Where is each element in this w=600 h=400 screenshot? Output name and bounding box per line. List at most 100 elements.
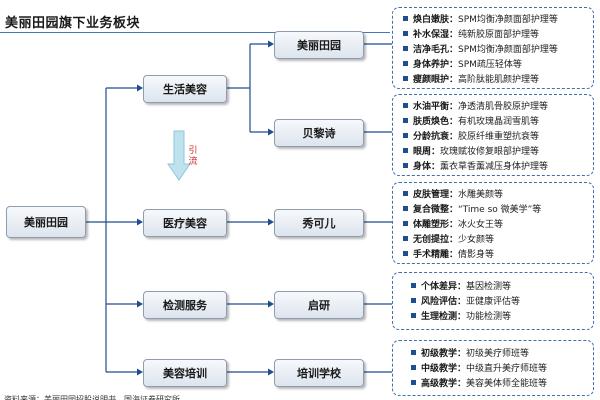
down-arrow-icon bbox=[167, 130, 191, 181]
list-item: 皮肤管理：水雕美颜等 bbox=[393, 186, 593, 201]
arrowhead-brand-4 bbox=[268, 300, 274, 308]
item-desc: 中级直升美疗师班等 bbox=[466, 364, 548, 374]
item-category: 洁净毛孔： bbox=[413, 45, 459, 55]
item-category: 眼周： bbox=[413, 147, 441, 157]
list-item: 个体差异：基因检测等 bbox=[393, 278, 593, 293]
detail-box-xiukeer: 皮肤管理：水雕美颜等 复合微整：“Time so 微美学”等 体雕塑形：冰火女王… bbox=[392, 182, 594, 264]
item-desc: 纯新胶原面部护理等 bbox=[458, 30, 540, 40]
square-bullet-icon bbox=[403, 31, 408, 36]
item-category: 水油平衡： bbox=[413, 102, 459, 112]
item-desc: 薰衣草香薰减压身体护理等 bbox=[440, 162, 549, 172]
item-category: 复合微整： bbox=[413, 205, 459, 215]
square-bullet-icon bbox=[411, 298, 416, 303]
square-bullet-icon bbox=[403, 206, 408, 211]
item-category: 焕白嫩肤： bbox=[413, 15, 459, 25]
list-item: 身体养护：SPM疏压轻体等 bbox=[393, 56, 593, 71]
list-item: 肤质焕色：有机玫瑰晶润雪肌等 bbox=[393, 113, 593, 128]
traffic-label: 引流 bbox=[188, 146, 198, 167]
square-bullet-icon bbox=[403, 118, 408, 123]
item-desc: 水雕美颜等 bbox=[458, 190, 504, 200]
list-item: 体雕塑形：冰火女王等 bbox=[393, 216, 593, 231]
square-bullet-icon bbox=[411, 380, 416, 385]
list-item: 眼周：玫瑰赋妆修复眼部护理等 bbox=[393, 143, 593, 158]
item-desc: SPM疏压轻体等 bbox=[458, 60, 522, 70]
list-item: 风险评估：亚健康评估等 bbox=[393, 293, 593, 308]
square-bullet-icon bbox=[403, 148, 408, 153]
detail-box-beilishi: 水油平衡：净透清肌骨胶原护理等 肤质焕色：有机玫瑰晶润雪肌等 分龄抗衰：胶原纤维… bbox=[392, 94, 594, 176]
item-category: 高级教学： bbox=[421, 379, 467, 389]
list-item: 水油平衡：净透清肌骨胶原护理等 bbox=[393, 98, 593, 113]
brand-qiyan: 启研 bbox=[274, 291, 364, 319]
item-category: 肤质焕色： bbox=[413, 117, 459, 127]
item-category: 皮肤管理： bbox=[413, 190, 459, 200]
item-desc: “Time so 微美学”等 bbox=[458, 205, 542, 215]
page-title: 美丽田园旗下业务板块 bbox=[5, 16, 141, 31]
item-desc: 功能检测等 bbox=[466, 312, 512, 322]
item-desc: 玫瑰赋妆修复眼部护理等 bbox=[440, 147, 540, 157]
square-bullet-icon bbox=[403, 251, 408, 256]
item-desc: 美容美体师全能班等 bbox=[466, 379, 548, 389]
item-category: 分龄抗衰： bbox=[413, 132, 459, 142]
square-bullet-icon bbox=[403, 16, 408, 21]
list-item: 初级教学：初级美疗师班等 bbox=[393, 345, 593, 360]
square-bullet-icon bbox=[403, 221, 408, 226]
arrowhead-cat-1 bbox=[137, 84, 143, 92]
category-beauty-training: 美容培训 bbox=[143, 359, 227, 387]
item-category: 体雕塑形： bbox=[413, 220, 459, 230]
item-desc: 冰火女王等 bbox=[458, 220, 504, 230]
detail-box-meili-tianyuan: 焕白嫩肤：SPM均衡净颜面部护理等 补水保湿：纯新胶原面部护理等 洁净毛孔：SP… bbox=[392, 7, 594, 89]
square-bullet-icon bbox=[403, 61, 408, 66]
square-bullet-icon bbox=[403, 46, 408, 51]
item-desc: 高阶肽能肌颜护理等 bbox=[458, 75, 540, 85]
item-desc: SPM均衡净颜面部护理等 bbox=[458, 45, 558, 55]
title-underline bbox=[0, 32, 390, 33]
square-bullet-icon bbox=[403, 191, 408, 196]
list-item: 焕白嫩肤：SPM均衡净颜面部护理等 bbox=[393, 11, 593, 26]
brand-training-school: 培训学校 bbox=[274, 359, 364, 387]
item-desc: 少女颜等 bbox=[458, 235, 495, 245]
list-item: 无创提拉：少女颜等 bbox=[393, 231, 593, 246]
item-desc: 净透清肌骨胶原护理等 bbox=[458, 102, 549, 112]
list-item: 身体：薰衣草香薰减压身体护理等 bbox=[393, 158, 593, 173]
item-desc: 亚健康评估等 bbox=[466, 297, 521, 307]
item-category: 风险评估： bbox=[421, 297, 467, 307]
item-desc: 基因检测等 bbox=[466, 282, 512, 292]
list-item: 分龄抗衰：胶原纤维重塑抗衰等 bbox=[393, 128, 593, 143]
category-medical-beauty: 医疗美容 bbox=[143, 209, 227, 237]
item-desc: 胶原纤维重塑抗衰等 bbox=[458, 132, 540, 142]
arrowhead-brand-2 bbox=[268, 128, 274, 136]
item-category: 个体差异： bbox=[421, 282, 467, 292]
detail-box-qiyan: 个体差异：基因检测等 风险评估：亚健康评估等 生理检测：功能检测等 bbox=[392, 272, 594, 330]
square-bullet-icon bbox=[403, 103, 408, 108]
list-item: 手术精雕：倩影身等 bbox=[393, 246, 593, 261]
square-bullet-icon bbox=[403, 236, 408, 241]
square-bullet-icon bbox=[403, 76, 408, 81]
item-category: 补水保湿： bbox=[413, 30, 459, 40]
square-bullet-icon bbox=[411, 365, 416, 370]
item-category: 身体养护： bbox=[413, 60, 459, 70]
list-item: 生理检测：功能检测等 bbox=[393, 308, 593, 323]
arrowhead-cat-2 bbox=[137, 218, 143, 226]
item-category: 生理检测： bbox=[421, 312, 467, 322]
arrowhead-brand-1 bbox=[268, 40, 274, 48]
list-item: 中级教学：中级直升美疗师班等 bbox=[393, 360, 593, 375]
item-desc: SPM均衡净颜面部护理等 bbox=[458, 15, 558, 25]
item-category: 瘦颜眼护： bbox=[413, 75, 459, 85]
list-item: 复合微整：“Time so 微美学”等 bbox=[393, 201, 593, 216]
item-desc: 有机玫瑰晶润雪肌等 bbox=[458, 117, 540, 127]
brand-beilishi: 贝黎诗 bbox=[274, 119, 364, 147]
brand-xiukeer: 秀可儿 bbox=[274, 209, 364, 237]
source-footnote: 资料来源：美丽田园招股说明书，国海证券研究所 bbox=[4, 395, 180, 400]
item-desc: 初级美疗师班等 bbox=[466, 349, 530, 359]
square-bullet-icon bbox=[411, 350, 416, 355]
arrowhead-brand-5 bbox=[268, 368, 274, 376]
arrowhead-brand-3 bbox=[268, 218, 274, 226]
list-item: 高级教学：美容美体师全能班等 bbox=[393, 375, 593, 390]
brand-meili-tianyuan: 美丽田园 bbox=[274, 31, 364, 59]
item-desc: 倩影身等 bbox=[458, 250, 495, 260]
category-life-beauty: 生活美容 bbox=[143, 75, 227, 103]
list-item: 补水保湿：纯新胶原面部护理等 bbox=[393, 26, 593, 41]
item-category: 中级教学： bbox=[421, 364, 467, 374]
square-bullet-icon bbox=[411, 313, 416, 318]
